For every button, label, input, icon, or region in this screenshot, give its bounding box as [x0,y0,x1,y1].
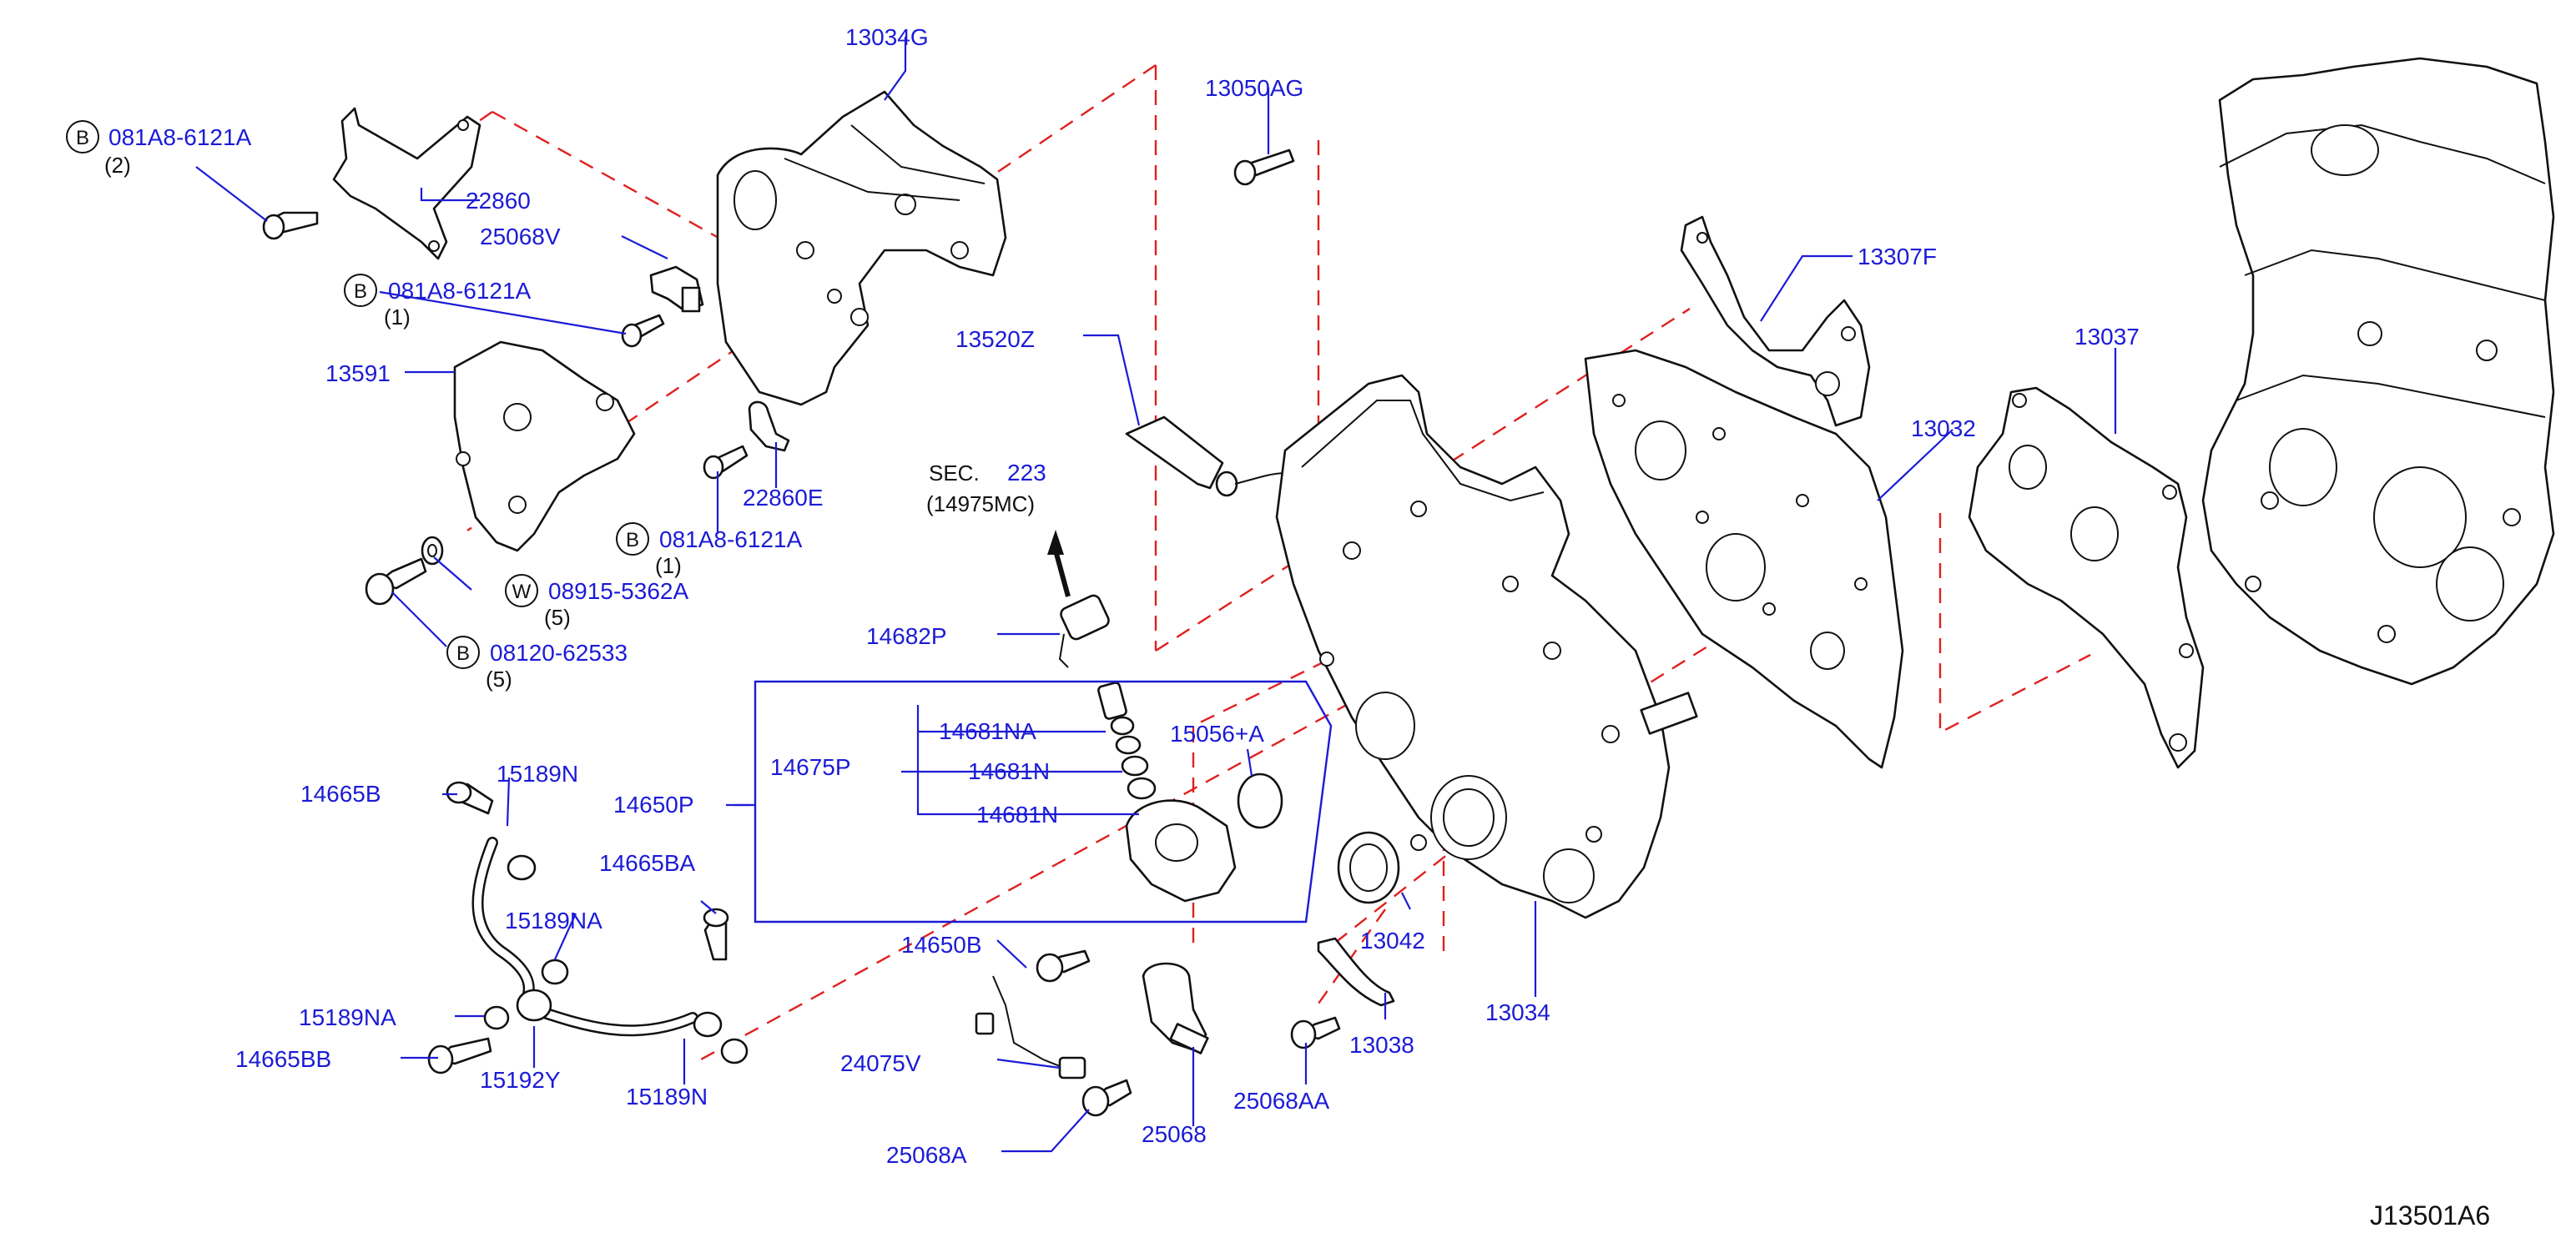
callout-13520Z[interactable]: 13520Z [955,326,1035,352]
clip-25068v-drawing [649,265,704,313]
callout-13050AG[interactable]: 13050AG [1205,75,1303,101]
bolt-drawing [621,314,665,348]
fastener-label: 081A8-6121A [108,124,252,150]
fastener-marker: B [626,529,639,551]
tube-13520z-drawing [1125,415,1303,497]
callout-14675P[interactable]: 14675P [770,754,851,780]
fastener-qty: (1) [655,553,682,578]
bolt-25068aa-drawing [1290,1016,1341,1049]
leader-lines [195,37,2117,1153]
fastener-marker: B [456,642,470,665]
subassembly-box-14650p [754,680,1333,923]
callout-13307F[interactable]: 13307F [1858,244,1937,269]
callout-14665BB[interactable]: 14665BB [235,1046,331,1072]
fastener-callout[interactable]: B 081A8-6121A (1) [616,522,803,578]
fastener-marker: W [512,581,532,603]
fastener-label: 08120-62533 [490,640,628,666]
sensor-14682p-drawing [1047,530,1110,668]
fastener-label: 081A8-6121A [388,278,532,304]
section-subref: (14975MC) [926,491,1035,516]
fastener-qty: (5) [486,667,512,692]
fastener-marker: B [76,127,89,149]
bolt-drawing [262,211,319,240]
fastener-qty: (1) [384,304,411,330]
callout-14665B[interactable]: 14665B [300,781,381,807]
bolt-25068a-drawing [1081,1079,1132,1117]
callout-14650B[interactable]: 14650B [901,932,982,958]
vacuum-pump-drawing [1097,682,1283,903]
fastener-callout[interactable]: B 08120-62533 (5) [446,636,628,692]
fastener-marker: B [354,280,367,303]
callout-13037[interactable]: 13037 [2074,324,2140,350]
fastener-qty: (5) [544,605,571,630]
callout-13038[interactable]: 13038 [1349,1032,1414,1058]
bracket-22860-drawing [332,107,481,260]
callout-14650P[interactable]: 14650P [613,792,694,818]
callout-25068AA[interactable]: 25068AA [1233,1088,1330,1114]
callout-15056A[interactable]: 15056+A [1170,721,1264,747]
bracket-13034g-drawing [716,90,1007,406]
callout-15189NA-b[interactable]: 15189NA [299,1004,396,1030]
bolt-drawing [365,557,427,606]
callout-25068[interactable]: 25068 [1142,1121,1207,1147]
bolt-14650b-drawing [1036,949,1091,983]
clip-13038-drawing [1317,937,1395,1007]
callout-15189N-b[interactable]: 15189N [626,1084,708,1110]
fastener-callout[interactable]: W 08915-5362A (5) [505,574,688,630]
gasket-13037-drawing [1968,386,2205,769]
callout-13032[interactable]: 13032 [1911,415,1976,441]
callout-13034G[interactable]: 13034G [845,24,929,50]
callout-13034[interactable]: 13034 [1485,999,1550,1025]
fastener-callout[interactable]: B 081A8-6121A (2) [66,120,252,178]
section-number[interactable]: 223 [1007,460,1046,486]
bolt-13050ag-drawing [1233,148,1295,186]
callout-25068V[interactable]: 25068V [480,224,561,249]
callout-14681NA[interactable]: 14681NA [939,718,1036,744]
callout-22860E[interactable]: 22860E [743,485,824,511]
callout-14681N-b[interactable]: 14681N [976,802,1058,828]
callout-15189NA-a[interactable]: 15189NA [505,908,602,934]
gasket-13307f-drawing [1680,215,1871,427]
engine-block-drawing [2201,57,2555,686]
callout-14682P[interactable]: 14682P [866,623,947,649]
callout-15189N-a[interactable]: 15189N [497,761,578,787]
clip-22860e-drawing [748,400,790,452]
bolt-drawing [703,445,749,480]
diagram-id: J13501A6 [2370,1200,2490,1230]
sensor-25068-drawing [1142,962,1209,1054]
section-reference[interactable]: SEC. 223 (14975MC) [926,460,1046,516]
fastener-label: 08915-5362A [548,578,688,604]
callout-25068A[interactable]: 25068A [886,1142,967,1168]
oil-seal-13042-drawing [1337,831,1400,904]
bracket-13591-drawing [453,340,636,552]
callout-13042[interactable]: 13042 [1360,928,1425,954]
callout-13591[interactable]: 13591 [325,360,391,386]
section-prefix: SEC. [929,460,980,486]
harness-24075v-drawing [975,975,1086,1079]
callout-22860[interactable]: 22860 [466,188,531,214]
fastener-label: 081A8-6121A [659,526,803,552]
fastener-callout[interactable]: B 081A8-6121A (1) [344,274,532,330]
fastener-qty: (2) [104,153,131,178]
plate-13032-drawing [1584,349,1904,769]
callout-15192Y[interactable]: 15192Y [480,1067,561,1093]
callout-14665BA[interactable]: 14665BA [599,850,696,876]
washer-drawing [421,536,444,566]
callout-labels: 13034G 13050AG 22860 25068V 13591 22860E… [235,24,2140,1168]
oil-pipe-drawing [427,781,749,1074]
front-cover-13034-drawing [1275,374,1698,919]
callout-14681N-a[interactable]: 14681N [968,758,1050,784]
callout-24075V[interactable]: 24075V [840,1050,921,1076]
